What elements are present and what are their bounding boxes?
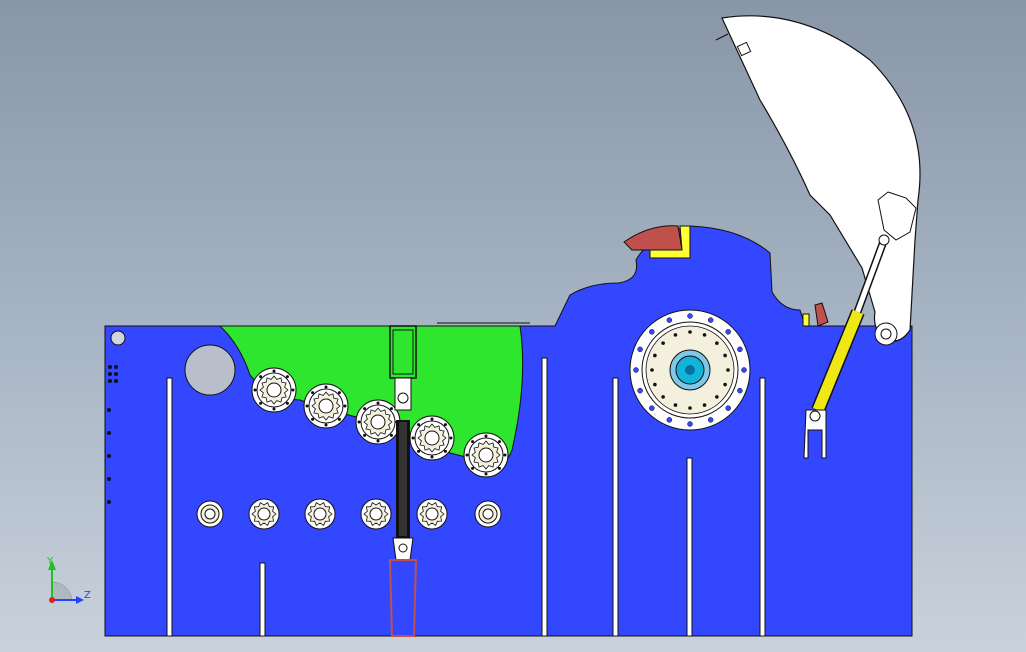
flange-bolt — [666, 317, 673, 323]
lower-roller-6 — [474, 500, 502, 528]
flange-bolt — [637, 346, 643, 353]
lower-roller-4 — [360, 498, 392, 530]
upper-roller-5 — [463, 432, 509, 478]
seal-yellow-upper — [649, 225, 691, 259]
main-bearing-flange[interactable] — [629, 309, 751, 431]
cover-bracket — [877, 191, 917, 241]
inner-bolt — [715, 341, 719, 345]
inner-bolt — [702, 403, 707, 407]
inner-bolt — [661, 341, 665, 345]
upper-roller-gear-3 — [360, 404, 396, 440]
flange-bolt — [707, 317, 714, 323]
inner-bolt — [673, 403, 678, 407]
hydraulic-cylinder[interactable] — [803, 234, 890, 459]
flange-bolt — [737, 387, 743, 394]
axis-triad: Y Z — [46, 556, 91, 604]
flange-bolt — [649, 329, 655, 335]
inner-bolt — [702, 333, 707, 337]
flange-bolt — [707, 417, 714, 423]
seal-red-right — [814, 302, 829, 327]
lower-roller-3 — [304, 498, 336, 530]
cover-latch — [736, 41, 752, 57]
upper-roller-4 — [409, 415, 455, 461]
inner-bolt — [650, 368, 654, 372]
inner-bolt — [726, 368, 730, 372]
upper-roller-gear-2 — [308, 388, 344, 424]
inner-bolt — [723, 382, 727, 387]
flange-bolt — [633, 367, 639, 373]
lower-roller-row — [196, 498, 502, 530]
y-axis-label: Y — [46, 556, 54, 567]
z-axis-label: Z — [84, 590, 91, 601]
mount-hole — [110, 330, 126, 346]
upper-roller-2 — [303, 383, 349, 429]
flange-bolt — [666, 417, 673, 423]
flange-bolt — [725, 405, 731, 411]
inner-bolt — [673, 333, 678, 337]
inner-bolt — [653, 353, 657, 358]
lower-roller-1 — [196, 500, 224, 528]
flange-bolt — [687, 313, 693, 319]
seal-red-upper — [623, 225, 683, 251]
flange-bolt — [687, 421, 693, 427]
upper-roller-gear-4 — [414, 420, 450, 456]
large-hole — [184, 344, 236, 396]
flange-bolt — [725, 329, 731, 335]
flange-bolt — [649, 405, 655, 411]
center-cylinder[interactable] — [388, 325, 418, 637]
upper-roller-gear-5 — [468, 437, 504, 473]
inner-bolt — [653, 382, 657, 387]
lower-roller-5 — [416, 498, 448, 530]
cover-tab — [715, 33, 729, 41]
upper-roller-3 — [355, 399, 401, 445]
seal-yellow-right — [802, 313, 810, 327]
frame-slots — [166, 357, 766, 637]
upper-roller-row — [251, 367, 509, 478]
flange-bolt — [741, 367, 747, 373]
inner-bolt — [661, 395, 665, 399]
flange-bolt — [637, 387, 643, 394]
inner-bolt — [688, 330, 692, 334]
upper-roller-1 — [251, 367, 297, 413]
lower-roller-2 — [248, 498, 280, 530]
inner-bolt — [723, 353, 727, 358]
flange-bolt — [737, 346, 743, 353]
inner-bolt — [688, 406, 692, 410]
hinged-cover[interactable] — [721, 15, 921, 342]
inner-bolt — [715, 395, 719, 399]
bolt-holes-left — [107, 365, 118, 504]
upper-roller-gear-1 — [256, 372, 292, 408]
